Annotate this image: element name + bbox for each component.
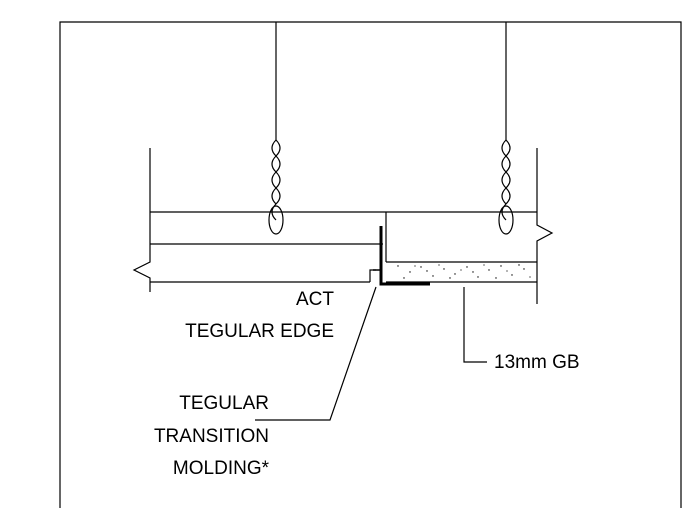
hanger-wire-right bbox=[498, 22, 514, 235]
act-label-line1: ACT bbox=[296, 289, 334, 310]
molding-label-line1: TEGULAR bbox=[179, 393, 269, 414]
frame-border bbox=[59, 21, 682, 508]
gb-ceiling-section bbox=[385, 148, 554, 304]
act-label-line2: TEGULAR EDGE bbox=[185, 321, 334, 342]
hanger-wire-left bbox=[268, 22, 284, 235]
leader-gb bbox=[463, 287, 487, 363]
leader-molding bbox=[255, 286, 377, 421]
molding-label-line2: TRANSITION bbox=[154, 426, 269, 447]
gypsum-board-stipple bbox=[397, 264, 531, 279]
act-ceiling-section bbox=[132, 148, 386, 292]
transition-molding bbox=[373, 226, 430, 286]
gb-label: 13mm GB bbox=[494, 352, 580, 373]
molding-label-line3: MOLDING* bbox=[173, 458, 270, 479]
